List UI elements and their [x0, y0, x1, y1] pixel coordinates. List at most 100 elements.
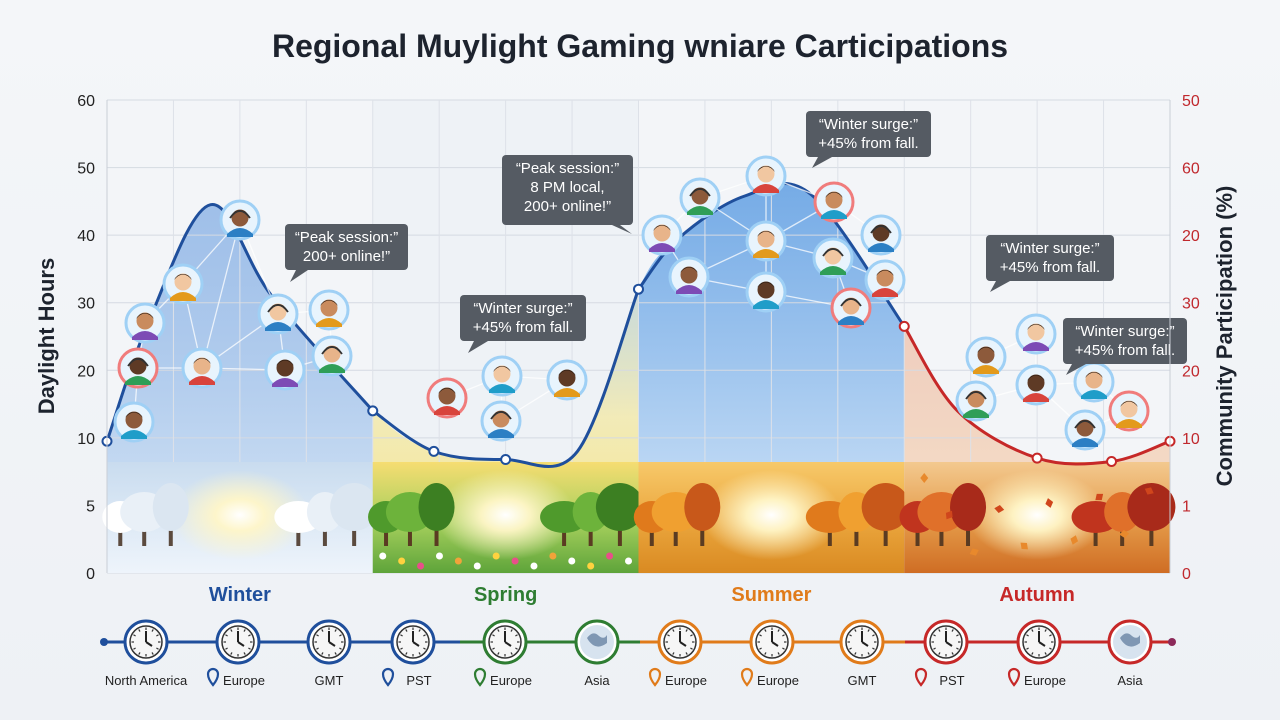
clock-tick — [685, 629, 688, 632]
clock-tick — [1044, 629, 1047, 632]
timezone-clock[interactable]: Europe — [648, 619, 707, 688]
avatar-hair — [1027, 324, 1045, 330]
player-avatar[interactable] — [830, 287, 872, 329]
player-avatar[interactable] — [1015, 364, 1057, 406]
timeline-start-dot — [100, 638, 108, 646]
player-avatar[interactable] — [679, 177, 721, 219]
clock-tick — [933, 647, 936, 650]
timezone-clock[interactable]: PST — [914, 619, 969, 688]
clock-tick — [1044, 652, 1047, 655]
player-avatar[interactable] — [813, 181, 855, 223]
avatar-face — [1085, 371, 1103, 389]
avatar-face — [824, 247, 842, 265]
avatar-face — [757, 165, 775, 183]
timezone-clock[interactable]: PST — [381, 619, 436, 688]
player-avatar[interactable] — [745, 155, 787, 197]
player-avatar[interactable] — [264, 349, 306, 391]
avatar-body — [1081, 390, 1107, 399]
avatar-body — [1023, 342, 1049, 351]
data-point[interactable] — [428, 445, 440, 457]
player-avatar[interactable] — [480, 400, 522, 442]
player-avatar[interactable] — [257, 293, 299, 335]
player-avatar[interactable] — [426, 377, 468, 419]
player-avatar[interactable] — [1108, 390, 1150, 432]
player-avatar[interactable] — [745, 220, 787, 262]
timezone-clock[interactable]: Europe — [1007, 619, 1066, 688]
player-avatar[interactable] — [965, 336, 1007, 378]
player-avatar[interactable] — [219, 199, 261, 241]
annotation-text: +45% from fall. — [1075, 342, 1175, 359]
timezone-clock[interactable]: Asia — [574, 619, 620, 688]
data-point[interactable] — [1031, 452, 1043, 464]
avatar-face — [876, 269, 894, 287]
player-avatar[interactable] — [812, 237, 854, 279]
data-point[interactable] — [898, 320, 910, 332]
player-avatar[interactable] — [860, 214, 902, 256]
flower — [606, 552, 614, 560]
timezone-label: Europe — [490, 673, 532, 688]
data-point[interactable] — [500, 453, 512, 465]
annotation-text: +45% from fall. — [473, 319, 573, 336]
series-line-spring — [371, 288, 640, 469]
clock-tick — [334, 652, 337, 655]
player-avatar[interactable] — [311, 335, 353, 377]
clock-hand-hour — [237, 641, 245, 647]
clock-tick — [156, 634, 159, 637]
annotation-bubble: “Winter surge:”+45% from fall. — [986, 235, 1114, 292]
player-avatar[interactable] — [864, 259, 906, 301]
data-point[interactable] — [367, 405, 379, 417]
player-avatar[interactable] — [668, 256, 710, 298]
player-avatar[interactable] — [1015, 313, 1057, 355]
timezone-clock[interactable]: Asia — [1107, 619, 1153, 688]
clock-tick — [849, 634, 852, 637]
bubble-tail — [468, 341, 488, 353]
timezone-clock[interactable]: Europe — [740, 619, 799, 688]
avatar-face — [680, 266, 698, 284]
clock-tick — [418, 652, 421, 655]
avatar-body — [838, 316, 864, 325]
headset-icon — [870, 225, 892, 234]
y-tick-label-right: 0 — [1182, 566, 1191, 583]
timezone-clock[interactable]: North America — [105, 619, 188, 688]
timezone-clock[interactable]: GMT — [839, 619, 885, 688]
timezone-clock[interactable]: Europe — [473, 619, 532, 688]
player-avatar[interactable] — [641, 214, 683, 256]
flower — [587, 562, 595, 570]
annotation-text: “Peak session:” — [516, 160, 619, 177]
location-pin-icon — [473, 667, 487, 687]
player-avatar[interactable] — [1073, 361, 1115, 403]
player-avatar[interactable] — [546, 359, 588, 401]
player-avatar[interactable] — [308, 289, 350, 331]
tree-trunk — [384, 523, 389, 546]
player-avatar[interactable] — [955, 380, 997, 422]
player-avatar[interactable] — [124, 302, 166, 344]
y-tick-label-left: 40 — [77, 228, 95, 245]
headset-icon — [127, 358, 149, 367]
avatar-face — [872, 224, 890, 242]
timezone-label: North America — [105, 673, 188, 688]
player-avatar[interactable] — [162, 263, 204, 305]
avatar-face — [438, 387, 456, 405]
clock-tick — [423, 634, 426, 637]
timezone-label: Asia — [1117, 673, 1143, 688]
player-avatar[interactable] — [481, 355, 523, 397]
player-avatar[interactable] — [1064, 409, 1106, 451]
clock-tick — [151, 652, 154, 655]
clock-tick — [225, 647, 228, 650]
y-tick-label-left: 60 — [77, 93, 95, 110]
player-avatar[interactable] — [745, 271, 787, 313]
timezone-clock[interactable]: GMT — [306, 619, 352, 688]
data-point[interactable] — [1106, 456, 1118, 468]
avatar-face — [276, 359, 294, 377]
avatar-body — [121, 430, 147, 439]
data-point[interactable] — [633, 283, 644, 295]
clock-tick — [938, 629, 941, 632]
avatar-body — [319, 364, 345, 373]
player-avatar[interactable] — [113, 401, 155, 443]
clock-tick — [777, 629, 780, 632]
clock-tick — [867, 652, 870, 655]
y-tick-label-left: 30 — [77, 296, 95, 313]
player-avatar[interactable] — [117, 347, 159, 389]
player-avatar[interactable] — [181, 347, 223, 389]
timezone-clock[interactable]: Europe — [206, 619, 265, 688]
